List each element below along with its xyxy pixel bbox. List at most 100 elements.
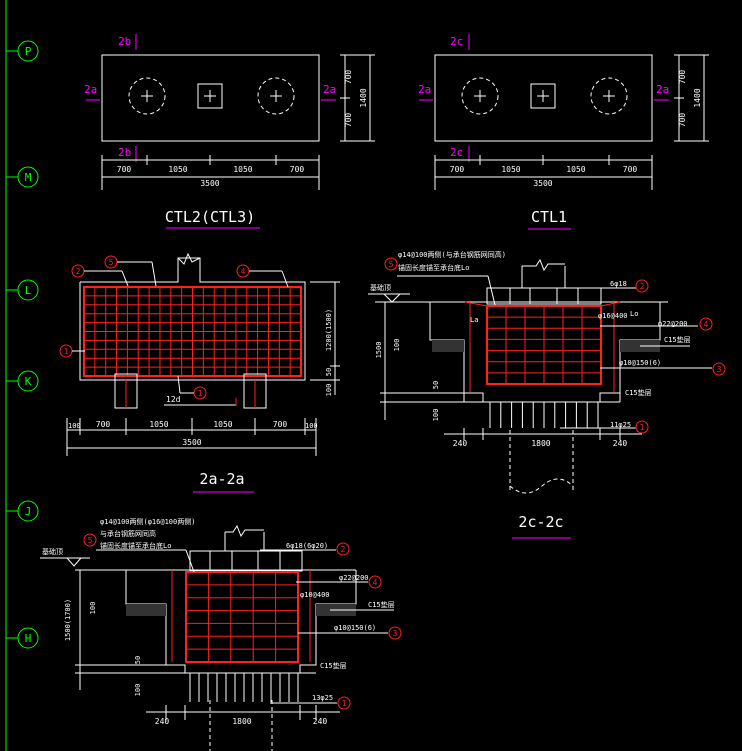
dim-bottom-2: 700 bbox=[96, 420, 111, 429]
svg-text:M: M bbox=[25, 171, 32, 184]
callout-5: 5 bbox=[384, 257, 496, 306]
ctl1-plan: 2c 2c 2a 2a 700 1050 1050 700 3500 700 7… bbox=[418, 34, 709, 230]
dim-bottom-6: 100 bbox=[305, 422, 318, 430]
svg-text:1: 1 bbox=[198, 389, 203, 398]
svg-text:J: J bbox=[25, 505, 32, 518]
dim-total: 3500 bbox=[182, 438, 201, 447]
dim-100b: 100 bbox=[432, 409, 440, 422]
svg-text:P: P bbox=[25, 45, 32, 58]
label-concrete-2: C15垫层 bbox=[320, 661, 347, 670]
ground-label: 基础顶 bbox=[42, 547, 63, 556]
svg-text:2: 2 bbox=[640, 282, 645, 291]
dim-bottom-3: 1050 bbox=[149, 420, 168, 429]
dim-50: 50 bbox=[325, 368, 333, 376]
grid-axes: P M L K J H bbox=[5, 0, 39, 751]
dim-100a: 100 bbox=[393, 339, 401, 352]
grid-axis-L: L bbox=[6, 279, 39, 301]
section-mark-left: 2a bbox=[418, 83, 431, 96]
section-mark-left: 2a bbox=[84, 83, 97, 96]
label-stirrup: φ10@400 bbox=[300, 591, 330, 599]
label-r3: φ10@150(6) bbox=[334, 624, 376, 632]
dim-right-2: 700 bbox=[678, 113, 687, 128]
callout-2: 2 bbox=[71, 264, 129, 287]
callout-3: 3 bbox=[388, 626, 402, 640]
dim-bottom-2: 1050 bbox=[501, 165, 520, 174]
ground-marker bbox=[65, 557, 83, 567]
callout-2: 2 bbox=[336, 542, 350, 556]
ctl2-title: CTL2(CTL3) bbox=[165, 208, 255, 226]
svg-text:4: 4 bbox=[704, 320, 709, 329]
dim-bottom-5: 700 bbox=[273, 420, 288, 429]
section-2a: 12d 2 5 4 1 1 1200(1500) 50 100 100 700 … bbox=[59, 252, 340, 493]
svg-text:5: 5 bbox=[109, 258, 114, 267]
dim-bottom-3: 1050 bbox=[233, 165, 252, 174]
dim-total: 3500 bbox=[533, 179, 552, 188]
section-mark-bottom: 2b bbox=[118, 146, 131, 159]
label-r1: 13φ25 bbox=[312, 694, 333, 702]
label-r2: 6φ18 bbox=[610, 280, 627, 288]
label-concrete-2: C15垫层 bbox=[625, 388, 652, 397]
dim-bottom-3: 240 bbox=[613, 439, 628, 448]
label-r3: φ10@150(6) bbox=[619, 359, 661, 367]
label-stirrup: φ16@400 bbox=[598, 312, 628, 320]
section-mark-right: 2a bbox=[323, 83, 336, 96]
callout-4: 4 bbox=[368, 575, 382, 589]
rebar-mesh bbox=[186, 572, 298, 662]
dim-right-total: 1400 bbox=[693, 88, 702, 107]
label-la: La bbox=[470, 316, 478, 324]
callout-4: 4 bbox=[699, 317, 713, 331]
svg-text:1: 1 bbox=[64, 347, 69, 356]
rebar-cage bbox=[185, 571, 299, 663]
svg-text:4: 4 bbox=[373, 578, 378, 587]
svg-text:3: 3 bbox=[393, 629, 398, 638]
dim-height: 1200(1500) bbox=[325, 309, 333, 351]
svg-text:2: 2 bbox=[341, 545, 346, 554]
section-2c: 基础顶 φ14@100两侧(与承台钢筋网同高) 锚固长度锚至承台底Lo 5 6φ… bbox=[368, 250, 726, 539]
svg-text:K: K bbox=[25, 375, 32, 388]
dim-50: 50 bbox=[432, 381, 440, 389]
pile-bars bbox=[189, 673, 299, 702]
callout-4: 4 bbox=[236, 264, 289, 288]
dim-bottom-2: 1800 bbox=[232, 717, 251, 726]
dim-bottom-4: 700 bbox=[623, 165, 638, 174]
dim-bottom-4: 700 bbox=[290, 165, 305, 174]
ground-marker bbox=[382, 293, 402, 303]
dim-bottom-2: 1800 bbox=[531, 439, 550, 448]
note-1: φ14@100两侧(φ16@100两侧) bbox=[100, 517, 195, 526]
dim-bottom-1: 700 bbox=[450, 165, 465, 174]
column-square bbox=[530, 83, 556, 109]
note-2: 锚固长度锚至承台底Lo bbox=[398, 263, 469, 272]
dim-right-total: 1400 bbox=[359, 88, 368, 107]
dim-bottom-3: 240 bbox=[313, 717, 328, 726]
label-r1: 11φ25 bbox=[610, 421, 631, 429]
dim-100: 100 bbox=[325, 384, 333, 397]
svg-text:L: L bbox=[25, 284, 32, 297]
label-r4: φ22@200 bbox=[658, 320, 688, 328]
section-2c-title: 2c-2c bbox=[518, 513, 563, 531]
dim-1500: 1500(1700) bbox=[64, 599, 72, 641]
callout-5: 5 bbox=[104, 255, 157, 287]
dim-50: 50 bbox=[134, 656, 142, 664]
svg-text:1: 1 bbox=[640, 423, 645, 432]
callout-3: 3 bbox=[712, 362, 726, 376]
note-1: φ14@100两侧(与承台钢筋网同高) bbox=[398, 250, 506, 259]
dim-100b: 100 bbox=[134, 684, 142, 697]
ctl2-plan: 2b 2b 2a 2a 700 1050 1050 700 3500 700 7… bbox=[84, 34, 375, 229]
lean-concrete-left bbox=[432, 340, 464, 352]
svg-text:4: 4 bbox=[241, 267, 246, 276]
label-r2: 6φ18(6φ20) bbox=[286, 542, 328, 550]
section-mark-top: 2b bbox=[118, 35, 131, 48]
label-r4: φ22@200 bbox=[339, 574, 369, 582]
svg-text:3: 3 bbox=[717, 365, 722, 374]
section-mark-top: 2c bbox=[450, 35, 463, 48]
svg-text:2: 2 bbox=[76, 267, 81, 276]
label-concrete: C15垫层 bbox=[664, 335, 691, 344]
dim-right-1: 700 bbox=[678, 70, 687, 85]
grid-axis-M: M bbox=[6, 166, 39, 188]
dim-right-1: 700 bbox=[344, 70, 353, 85]
section-mark-bottom: 2c bbox=[450, 146, 463, 159]
grid-axis-K: K bbox=[6, 370, 39, 392]
svg-text:H: H bbox=[25, 632, 32, 645]
section-2b: 基础顶 φ14@100两侧(φ16@100两侧) 与承台钢筋网同高 锚固长度锚至… bbox=[40, 517, 402, 751]
label-12d: 12d bbox=[166, 395, 181, 404]
